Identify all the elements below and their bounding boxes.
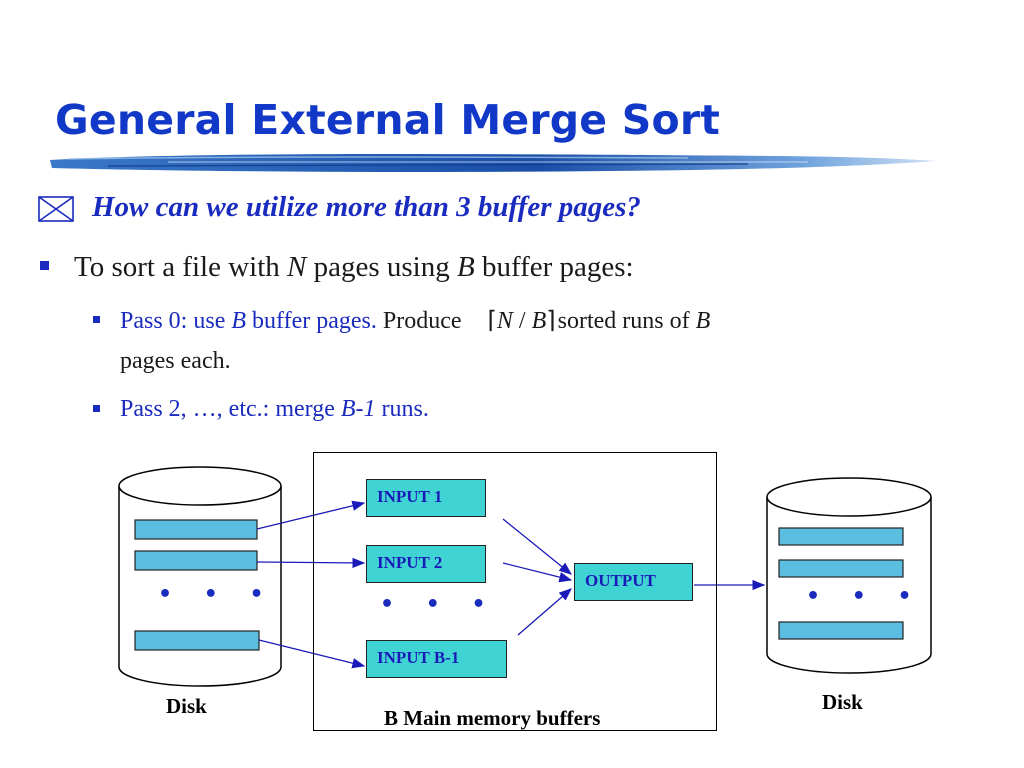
arrow (256, 500, 366, 530)
input-buffer-1: INPUT 1 (366, 479, 486, 517)
input-buffer-b-1: INPUT B-1 (366, 640, 507, 678)
square-bullet-icon (40, 261, 49, 270)
disk-left-ellipsis: • • • (158, 582, 276, 607)
disk-page (134, 630, 260, 651)
buffer-ellipsis: • • • (380, 592, 498, 617)
disk-right-ellipsis: • • • (806, 584, 924, 609)
bullet-line-2-continued: pages each. (120, 348, 231, 374)
arrow (517, 588, 572, 636)
disk-page (134, 519, 258, 540)
disk-left-cylinder (118, 466, 282, 687)
bullet-line-2: Pass 0: use B buffer pages. Produce ⌈N /… (120, 308, 711, 334)
square-bullet-icon (93, 405, 100, 412)
disk-right-cylinder (766, 477, 932, 674)
arrow (502, 518, 573, 575)
question-text: How can we utilize more than 3 buffer pa… (92, 191, 641, 223)
disk-page (778, 559, 904, 578)
envelope-x-icon (38, 196, 74, 222)
arrow (502, 562, 573, 583)
ceil-formula: ⌈N / B⌉ (487, 308, 556, 334)
title-brush-underline (50, 154, 936, 172)
arrow (256, 557, 366, 569)
square-bullet-icon (93, 316, 100, 323)
arrow (258, 639, 366, 669)
disk-left-label: Disk (166, 694, 207, 718)
bullet-line-3: Pass 2, …, etc.: merge B-1 runs. (120, 396, 429, 422)
disk-page (778, 527, 904, 546)
main-memory-box (313, 452, 717, 731)
input-buffer-2: INPUT 2 (366, 545, 486, 583)
slide-title: General External Merge Sort (55, 96, 721, 144)
disk-page (134, 550, 258, 571)
disk-right-label: Disk (822, 690, 863, 714)
output-buffer: OUTPUT (574, 563, 693, 601)
disk-page (778, 621, 904, 640)
memory-buffers-label: B Main memory buffers (384, 706, 601, 730)
bullet-line-1: To sort a file with N pages using B buff… (74, 251, 634, 283)
